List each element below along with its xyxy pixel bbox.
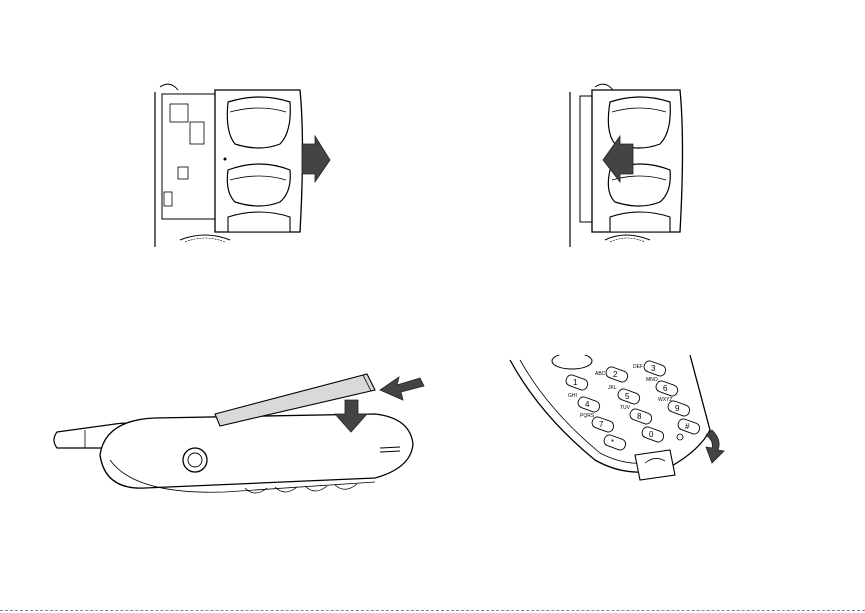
key-label: 2 [613, 370, 618, 379]
key-letters: TUV [620, 405, 631, 411]
key-label: 4 [585, 400, 590, 409]
key-letters: JKL [608, 385, 617, 391]
phone-back-closed-drawing [565, 82, 715, 252]
key-label: 9 [675, 404, 680, 413]
key-letters: PQRS [580, 413, 595, 419]
illustration-insert-cover [565, 82, 715, 252]
key-label: * [611, 438, 614, 447]
key-letters: DEF [633, 364, 643, 370]
key-letters: ABC [595, 371, 606, 377]
phone-back-open-drawing [150, 82, 350, 252]
key-label: # [685, 422, 690, 431]
key-label: 3 [651, 364, 656, 373]
illustration-battery-release: 1 2 3 4 5 6 7 8 9 * 0 # ABC DEF GHI JKL … [500, 355, 750, 485]
arrow-curved-down-icon [706, 430, 724, 463]
key-label: 8 [637, 412, 642, 421]
arrow-right-icon [302, 136, 330, 182]
battery-latch-drawing [635, 450, 675, 480]
key-label: 1 [573, 378, 578, 387]
arrow-left-diagonal-icon [380, 377, 424, 400]
page-trim-line [0, 610, 865, 611]
key-label: 7 [599, 420, 604, 429]
key-label: 6 [663, 384, 668, 393]
key-letters: GHI [568, 393, 577, 399]
key-label: 5 [625, 392, 630, 401]
phone-side-view-drawing [45, 360, 435, 500]
phone-body-drawing [100, 414, 413, 488]
illustration-insert-battery [45, 360, 435, 500]
illustration-remove-cover [150, 82, 350, 252]
key-letters: WXYZ [658, 397, 672, 403]
phone-front-keypad-drawing: 1 2 3 4 5 6 7 8 9 * 0 # ABC DEF GHI JKL … [500, 355, 750, 485]
key-letters: MNO [646, 377, 658, 383]
key-label: 0 [649, 430, 654, 439]
